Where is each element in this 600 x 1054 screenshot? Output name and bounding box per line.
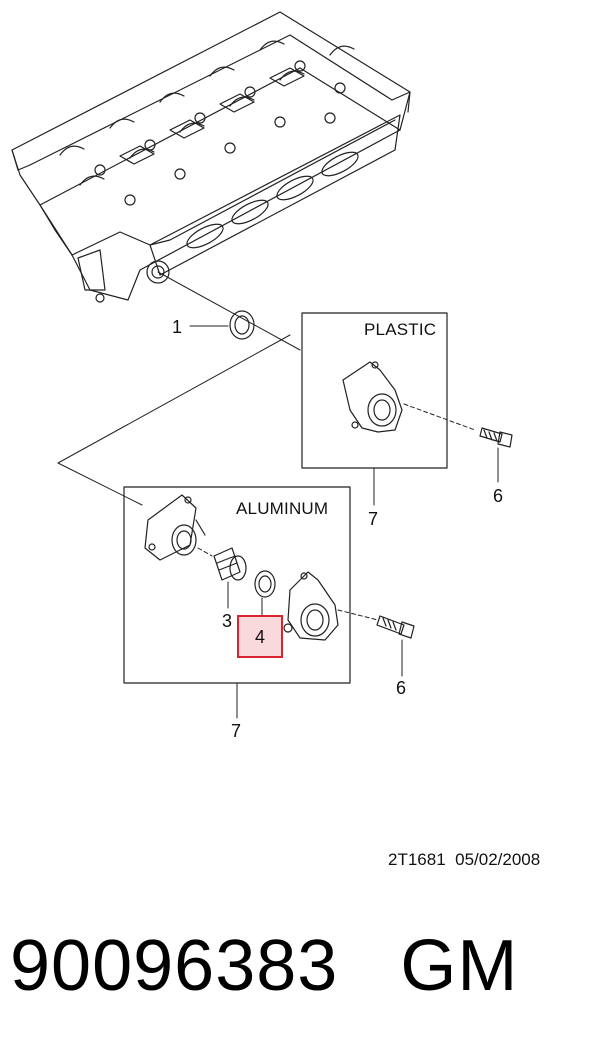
callout-bolt-upper[interactable]: 6 (493, 486, 504, 506)
callout-housing-plastic[interactable]: 7 (368, 509, 379, 529)
gasket-illustration (229, 310, 255, 340)
callout-thermostat[interactable]: 3 (222, 611, 233, 631)
thermostat-illustration (213, 547, 247, 581)
highlighted-callout-box[interactable] (237, 615, 283, 658)
callout-gasket[interactable]: 1 (172, 317, 183, 337)
aluminum-housing-illustration (283, 571, 339, 641)
diagram-code: 2T1681 (388, 850, 446, 869)
part-number: 90096383 (10, 926, 339, 1006)
diagram-date: 05/02/2008 (455, 850, 541, 869)
aluminum-flange-illustration (144, 494, 206, 561)
bolt-lower-illustration (376, 615, 415, 639)
plastic-label: PLASTIC (364, 320, 437, 339)
part-number-line: 90096383 GM (10, 925, 518, 1007)
callout-bolt-lower[interactable]: 6 (396, 678, 407, 698)
diagram-reference: 2T1681 05/02/2008 (388, 850, 540, 870)
seal-ring-illustration (254, 570, 276, 598)
parts-diagram (11, 11, 513, 719)
aluminum-label: ALUMINUM (236, 499, 329, 518)
callout-housing-aluminum[interactable]: 7 (231, 721, 242, 741)
brand-name: GM (400, 926, 519, 1006)
bolt-upper-illustration (479, 427, 513, 448)
plastic-housing-illustration (342, 361, 403, 433)
callout-seal-ring[interactable]: 4 (255, 627, 266, 647)
cylinder-head-illustration (11, 11, 411, 303)
